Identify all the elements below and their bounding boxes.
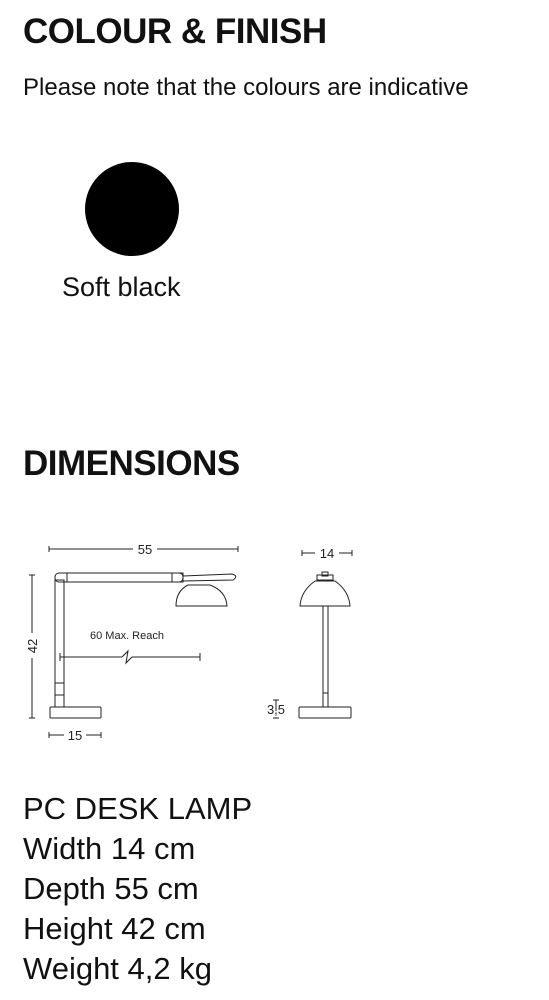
lamp-side-view [298,571,352,719]
spec-weight: Weight 4,2 kg [23,951,212,986]
spec-depth: Depth 55 cm [23,871,199,906]
dimensions-heading: DIMENSIONS [23,444,240,483]
side-width-dimension-line [301,550,353,556]
reach-label: 60 Max. Reach [90,630,164,642]
dimension-drawing: 55 42 60 Max. Reach 15 [25,542,353,743]
spec-list: PC DESK LAMP Width 14 cm Depth 55 cm Hei… [23,789,252,989]
height-label: 42 [25,639,40,653]
product-name: PC DESK LAMP [23,791,253,826]
colour-swatch-soft-black[interactable] [85,162,179,256]
colour-note: Please note that the colours are indicat… [23,74,469,101]
width-label: 55 [138,542,152,557]
spec-height: Height 42 cm [23,911,206,946]
base-label: 15 [68,728,82,743]
colour-finish-heading: COLOUR & FINISH [23,12,327,51]
lamp-front-view [49,572,237,719]
base-dimension-line [48,732,102,738]
width-dimension-line [48,546,239,552]
height-dimension-line [29,574,35,719]
side-width-label: 14 [320,546,334,561]
side-base-label: 3,5 [267,702,285,717]
side-base-dimension-line [273,699,279,719]
colour-swatch-label: Soft black [62,272,181,302]
reach-dimension-line [59,649,201,665]
spec-width: Width 14 cm [23,831,196,866]
